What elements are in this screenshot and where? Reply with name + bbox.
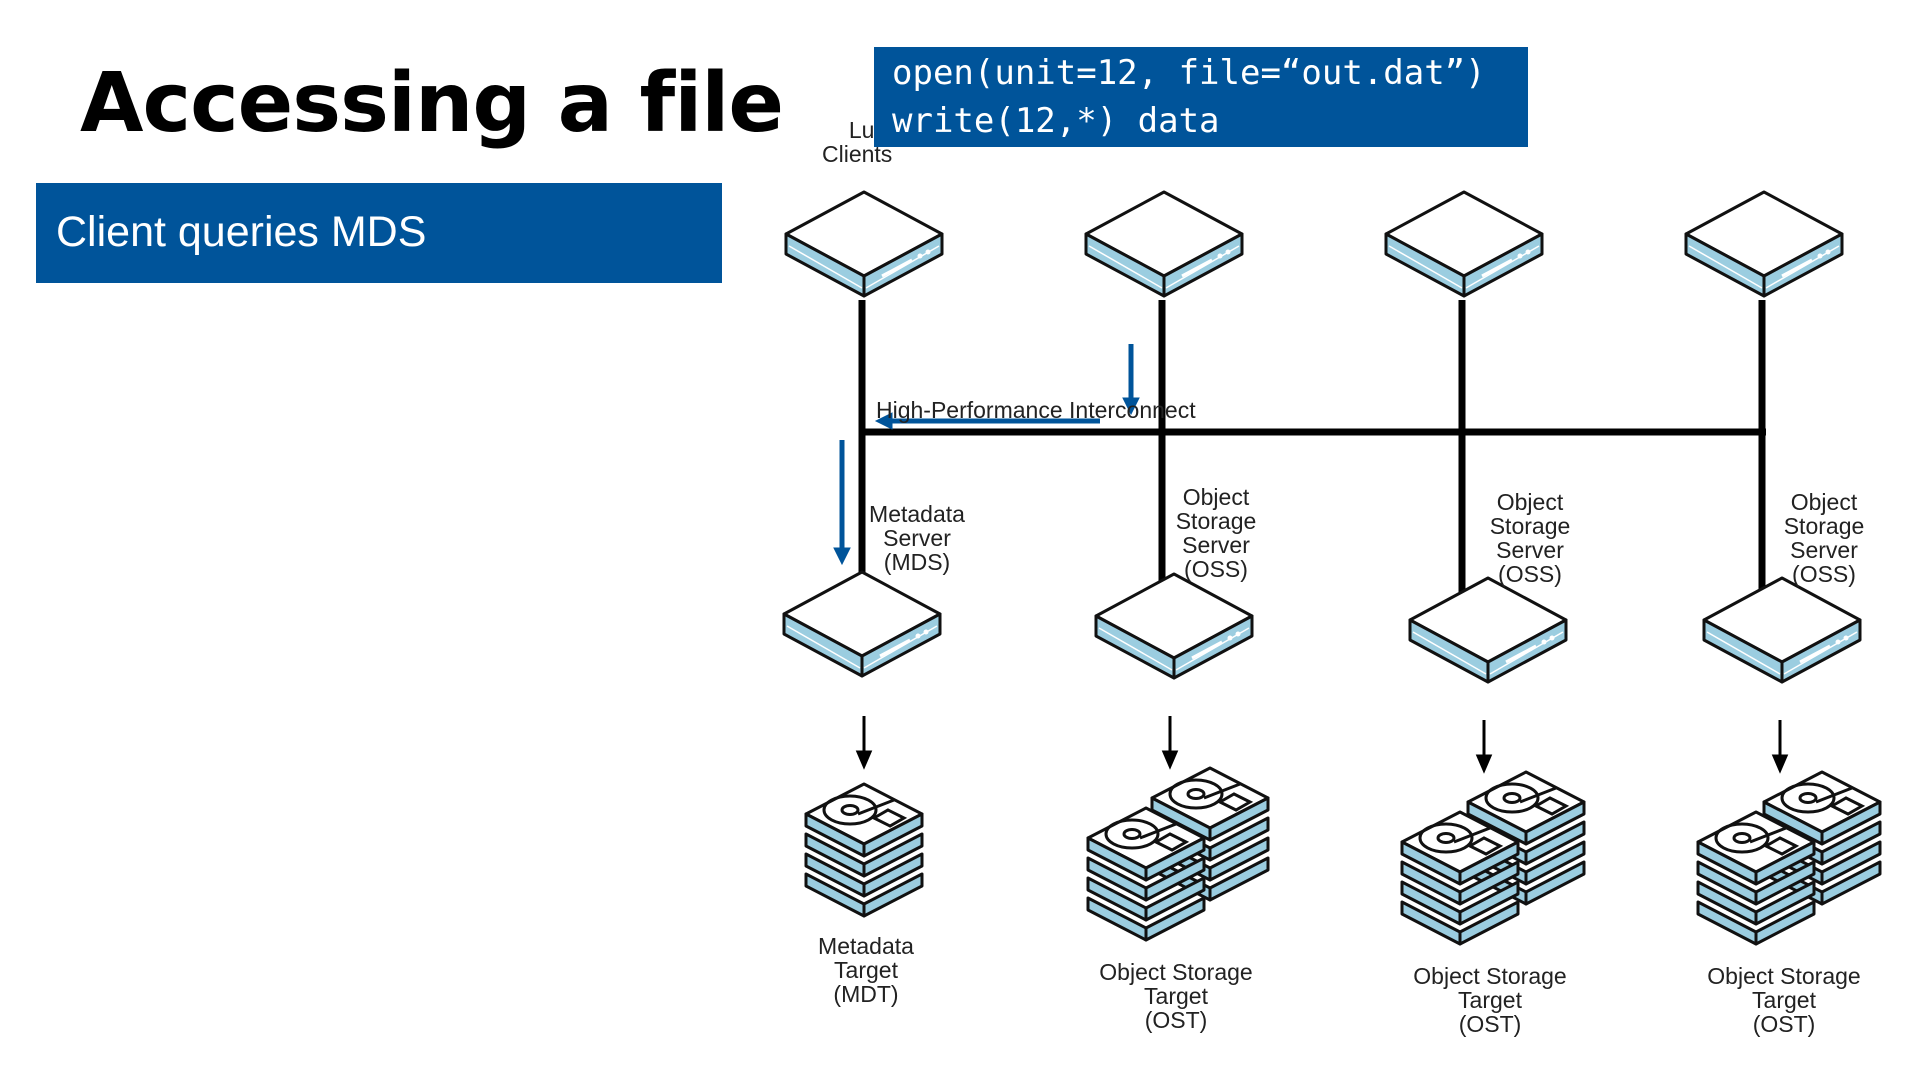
- oss-label-2: Object Storage Server (OSS): [1480, 490, 1580, 586]
- client-node-4: [1684, 190, 1844, 298]
- oss-label-1-line3: Server: [1182, 532, 1250, 558]
- mds-label-line1: Metadata: [869, 501, 965, 527]
- ost-label-1: Object Storage Target (OST): [1096, 960, 1256, 1032]
- client-node-2: [1084, 190, 1244, 298]
- code-snippet-box: open(unit=12, file=“out.dat”) write(12,*…: [874, 47, 1528, 147]
- mds-label-line3: (MDS): [883, 549, 951, 575]
- ost-label-3: Object Storage Target (OST): [1704, 964, 1864, 1036]
- oss-label-2-line4: (OSS): [1498, 561, 1562, 587]
- query-flow-arrows: [833, 344, 1140, 566]
- client-node-3: [1384, 190, 1544, 298]
- ost-disk-stack-2: [1402, 772, 1584, 944]
- oss-label-3-line4: (OSS): [1792, 561, 1856, 587]
- ost-label-1-line2: Target: [1144, 983, 1208, 1009]
- mds-label: Metadata Server (MDS): [862, 502, 972, 574]
- mds-server-node: [782, 570, 942, 678]
- oss-label-1-line2: Storage: [1175, 508, 1257, 534]
- interconnect-label: High-Performance Interconnect: [876, 397, 1196, 423]
- oss-server-node-3: [1702, 576, 1862, 684]
- oss-label-3-line2: Storage: [1783, 513, 1865, 539]
- ost-label-1-line3: (OST): [1144, 1007, 1208, 1033]
- page-title: Accessing a file: [80, 56, 784, 151]
- oss-label-2-line3: Server: [1496, 537, 1564, 563]
- oss-label-2-line1: Object: [1496, 489, 1564, 515]
- ost-label-2-line3: (OST): [1458, 1011, 1522, 1037]
- oss-label-1-line1: Object: [1182, 484, 1250, 510]
- ost-label-3-line1: Object Storage: [1707, 963, 1861, 989]
- ost-label-1-line1: Object Storage: [1099, 959, 1253, 985]
- oss-label-2-line2: Storage: [1489, 513, 1571, 539]
- client-node-1: [784, 190, 944, 298]
- code-line-open: open(unit=12, file=“out.dat”): [892, 53, 1486, 93]
- mdt-label-line1: Metadata: [818, 933, 914, 959]
- ost-label-3-line2: Target: [1752, 987, 1816, 1013]
- mdt-disk-stack: [806, 784, 922, 916]
- oss-label-3-line1: Object: [1790, 489, 1858, 515]
- ost-disk-stack-1: [1088, 768, 1268, 940]
- mdt-label: Metadata Target (MDT): [806, 934, 926, 1006]
- mds-label-line2: Server: [883, 525, 951, 551]
- oss-label-3-line3: Server: [1790, 537, 1858, 563]
- subtitle-banner: Client queries MDS: [36, 183, 722, 283]
- oss-label-1-line4: (OSS): [1184, 556, 1248, 582]
- oss-server-node-2: [1408, 576, 1568, 684]
- code-line-write: write(12,*) data: [892, 101, 1220, 141]
- mdt-label-line3: (MDT): [833, 981, 899, 1007]
- ost-disk-stack-3: [1698, 772, 1880, 944]
- ost-label-2: Object Storage Target (OST): [1410, 964, 1570, 1036]
- oss-server-node-1: [1094, 572, 1254, 680]
- oss-label-1: Object Storage Server (OSS): [1166, 485, 1266, 581]
- subtitle-text: Client queries MDS: [56, 208, 427, 256]
- ost-label-2-line2: Target: [1458, 987, 1522, 1013]
- target-arrows: [855, 716, 1789, 774]
- oss-label-3: Object Storage Server (OSS): [1774, 490, 1874, 586]
- mdt-label-line2: Target: [834, 957, 898, 983]
- ost-label-3-line3: (OST): [1752, 1011, 1816, 1037]
- ost-label-2-line1: Object Storage: [1413, 963, 1567, 989]
